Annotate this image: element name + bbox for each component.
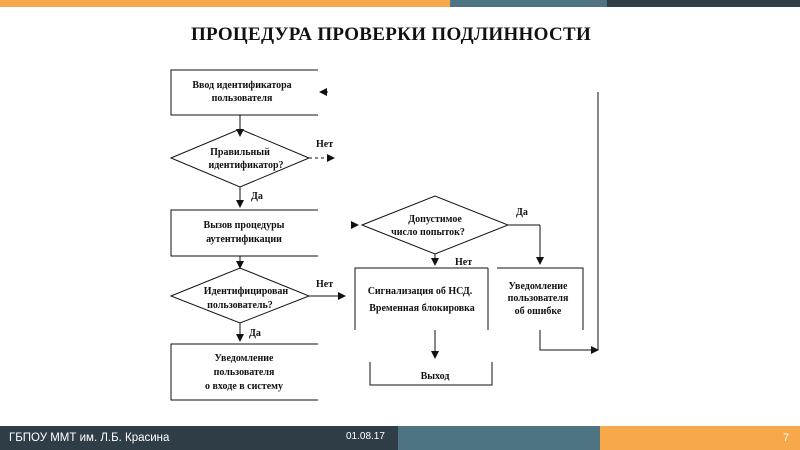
top-bar-dark-segment <box>607 0 800 7</box>
footer-orange-segment <box>600 426 800 450</box>
edge-label-yes-2: Да <box>249 328 261 339</box>
attempts-line1: Допустимое <box>408 214 462 225</box>
notify-login-box <box>170 343 318 401</box>
auth-proc-line1: Вызов процедуры <box>204 220 285 231</box>
signal-nsd-box <box>354 267 489 330</box>
identified-line2: пользователь? <box>207 300 273 311</box>
auth-procedure-box <box>170 209 318 257</box>
footer-bar <box>0 426 800 450</box>
edge-label-no-1: Нет <box>316 139 333 150</box>
footer-organization: ГБПОУ ММТ им. Л.Б. Красина <box>9 432 170 444</box>
notify-error-line1: Уведомление <box>509 281 568 292</box>
input-id-line2: пользователя <box>212 93 273 104</box>
footer-slate-segment <box>398 426 600 450</box>
footer-date: 01.08.17 <box>346 431 385 442</box>
check-id-diamond <box>169 128 311 188</box>
attempts-line2: число попыток? <box>391 227 465 238</box>
page-number: 7 <box>783 432 790 444</box>
notify-login-line1: Уведомление <box>215 353 274 364</box>
auth-proc-line2: аутентификации <box>206 234 282 245</box>
top-accent-bar <box>0 0 800 7</box>
footer-dark-segment <box>0 426 398 450</box>
edge-label-no-3: Нет <box>455 257 472 268</box>
signal-nsd-line1: Сигнализация об НСД. <box>368 286 473 297</box>
notify-error-line2: пользователя <box>508 293 569 304</box>
check-id-line2: идентификатор? <box>208 160 283 171</box>
notify-login-line2: пользователя <box>214 367 275 378</box>
edge-label-yes-1: Да <box>251 191 263 202</box>
edge-label-no-2: Нет <box>316 279 333 290</box>
edge-label-yes-3: Да <box>516 207 528 218</box>
top-bar-slate-segment <box>450 0 607 7</box>
top-bar-orange-segment <box>0 0 450 7</box>
exit-label: Выход <box>421 371 450 382</box>
check-id-line1: Правильный <box>210 147 270 158</box>
attempts-diamond <box>360 195 510 255</box>
input-id-box <box>170 69 318 116</box>
exit-box <box>369 362 493 386</box>
notify-error-box <box>497 267 584 330</box>
signal-nsd-line2: Временная блокировка <box>369 303 475 314</box>
input-id-line1: Ввод идентификатора <box>192 80 291 91</box>
notify-login-line3: о входе в систему <box>205 381 283 392</box>
slide-title: ПРОЦЕДУРА ПРОВЕРКИ ПОДЛИННОСТИ <box>190 24 592 45</box>
identified-line1: Идентифицирован <box>204 286 289 297</box>
authentication-flowchart: Ввод идентификатора пользователя Правиль… <box>169 69 599 401</box>
notify-error-line3: об ошибке <box>515 306 562 317</box>
